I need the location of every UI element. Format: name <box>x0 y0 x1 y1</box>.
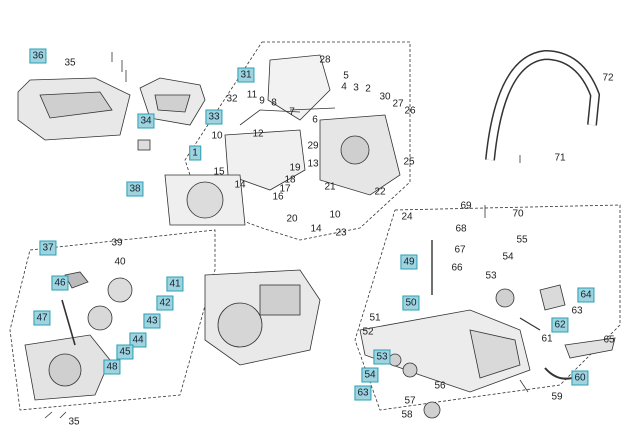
callout-49: 49 <box>400 254 418 270</box>
callout-50: 50 <box>402 295 420 311</box>
starter-pulley <box>107 277 133 303</box>
right-side-plate <box>267 54 331 121</box>
callout-59: 59 <box>551 391 563 403</box>
callout-61: 61 <box>541 333 553 345</box>
callout-22: 22 <box>374 186 386 198</box>
callout-7: 7 <box>289 106 295 118</box>
callout-46: 46 <box>51 275 69 291</box>
callout-64: 64 <box>577 287 595 303</box>
callout-16: 16 <box>272 191 284 203</box>
callout-51: 51 <box>369 312 381 324</box>
callout-38: 38 <box>126 181 144 197</box>
callout-56: 56 <box>434 380 446 392</box>
callout-8: 8 <box>271 97 277 109</box>
callout-52: 52 <box>362 326 374 338</box>
callout-28: 28 <box>319 54 331 66</box>
callout-35b: 35 <box>68 416 80 428</box>
callout-44: 44 <box>129 332 147 348</box>
callout-27: 27 <box>392 98 404 110</box>
callout-34: 34 <box>137 113 155 129</box>
callout-65: 65 <box>603 334 615 346</box>
callout-24: 24 <box>401 211 413 223</box>
callout-63b: 63 <box>354 385 372 401</box>
callout-45: 45 <box>116 344 134 360</box>
callout-10: 10 <box>211 130 223 142</box>
callout-68: 68 <box>455 223 467 235</box>
callout-53b: 53 <box>485 270 497 282</box>
callout-58: 58 <box>401 409 413 421</box>
callout-18: 18 <box>284 174 296 186</box>
callout-4: 4 <box>341 81 347 93</box>
callout-17: 17 <box>279 183 291 195</box>
handle-housing <box>224 129 306 191</box>
callout-40: 40 <box>114 256 126 268</box>
callout-55: 55 <box>516 234 528 246</box>
callout-47: 47 <box>33 310 51 326</box>
callout-42: 42 <box>156 295 174 311</box>
callout-60: 60 <box>571 370 589 386</box>
callout-13: 13 <box>307 158 319 170</box>
callout-48: 48 <box>103 359 121 375</box>
pawl <box>64 271 89 289</box>
callout-31: 31 <box>237 67 255 83</box>
callout-63: 63 <box>571 305 583 317</box>
callout-67: 67 <box>454 244 466 256</box>
group-outline-top <box>184 41 411 241</box>
callout-54b: 54 <box>502 251 514 263</box>
callout-69: 69 <box>460 200 472 212</box>
callout-71: 71 <box>554 152 566 164</box>
callout-1: 1 <box>189 145 201 161</box>
callout-54: 54 <box>361 367 379 383</box>
callout-41: 41 <box>166 276 184 292</box>
group-outline-starter <box>9 229 216 411</box>
callout-36: 36 <box>29 48 47 64</box>
handle-cover <box>564 337 616 359</box>
callout-2: 2 <box>365 83 371 95</box>
callout-20: 20 <box>286 213 298 225</box>
callout-23: 23 <box>335 227 347 239</box>
callout-37: 37 <box>39 240 57 256</box>
callout-70: 70 <box>512 208 524 220</box>
callout-33: 33 <box>205 109 223 125</box>
callout-10b: 10 <box>329 209 341 221</box>
callout-14b: 14 <box>310 223 322 235</box>
callout-32: 32 <box>226 93 238 105</box>
callout-62: 62 <box>551 317 569 333</box>
callout-35: 35 <box>64 57 76 69</box>
callout-21: 21 <box>324 181 336 193</box>
callout-39: 39 <box>111 237 123 249</box>
callout-3: 3 <box>353 82 359 94</box>
callout-14: 14 <box>234 179 246 191</box>
callout-11: 11 <box>246 89 258 101</box>
callout-19: 19 <box>289 162 301 174</box>
group-outline-right <box>354 204 621 411</box>
callout-43: 43 <box>143 313 161 329</box>
starter-spring <box>87 305 113 331</box>
callout-5: 5 <box>343 70 349 82</box>
callout-26: 26 <box>404 105 416 117</box>
callout-12: 12 <box>252 128 264 140</box>
callout-66: 66 <box>451 262 463 274</box>
callout-6: 6 <box>312 114 318 126</box>
callout-72: 72 <box>602 72 614 84</box>
callout-15: 15 <box>213 166 225 178</box>
callout-25: 25 <box>403 156 415 168</box>
callout-53: 53 <box>373 349 391 365</box>
callout-29: 29 <box>307 140 319 152</box>
callout-57: 57 <box>404 395 416 407</box>
callout-30: 30 <box>379 91 391 103</box>
callout-9: 9 <box>259 95 265 107</box>
